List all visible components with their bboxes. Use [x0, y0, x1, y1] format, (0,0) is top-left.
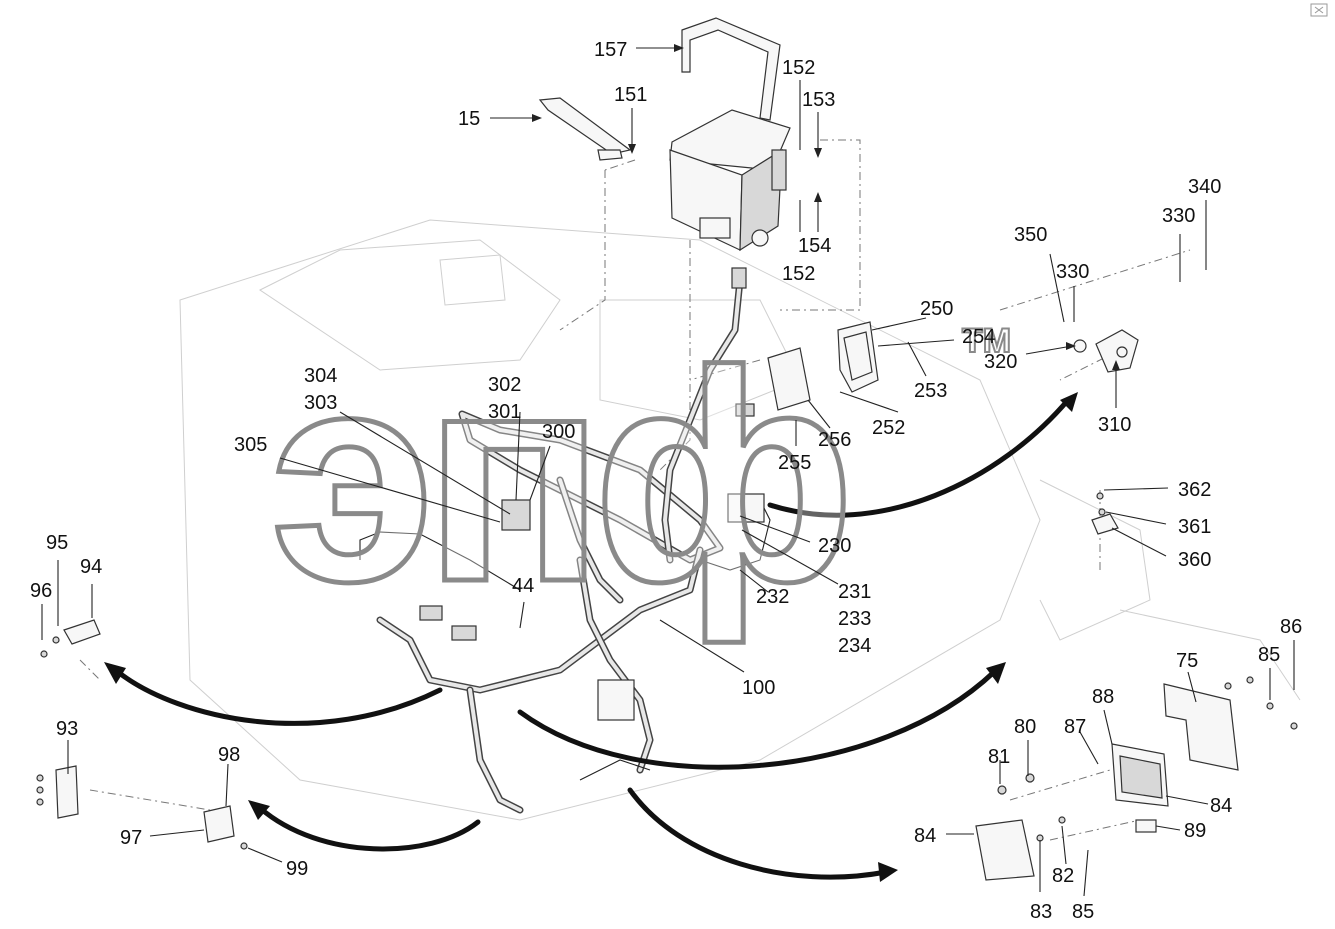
callout-85-bottom: 85: [1072, 901, 1094, 923]
bracket-assembly-310: [1073, 329, 1139, 535]
callout-231: 231: [838, 581, 871, 603]
callout-330-right: 330: [1162, 205, 1195, 227]
callout-94: 94: [80, 556, 102, 578]
callout-152-top: 152: [782, 57, 815, 79]
bar-part-15: [538, 97, 632, 155]
callout-340: 340: [1188, 176, 1221, 198]
arrow-to-84: [627, 787, 889, 880]
callout-44: 44: [512, 575, 534, 597]
callout-300: 300: [542, 421, 575, 443]
close-icon[interactable]: [1310, 3, 1328, 17]
callout-85-top: 85: [1258, 644, 1280, 666]
callout-256: 256: [818, 429, 851, 451]
arrow-to-310: [767, 397, 1071, 518]
callout-254: 254: [962, 326, 995, 348]
bracket-assembly-94: [40, 619, 101, 658]
callout-360: 360: [1178, 549, 1211, 571]
callout-361: 361: [1178, 516, 1211, 538]
cover-part-157: [681, 17, 781, 121]
callout-100: 100: [742, 677, 775, 699]
callout-320: 320: [984, 351, 1017, 373]
machine-background-outline: [179, 219, 1301, 821]
callout-330-left: 330: [1056, 261, 1089, 283]
callout-250: 250: [920, 298, 953, 320]
cover-84: [975, 819, 1035, 881]
callout-95: 95: [46, 532, 68, 554]
callout-97: 97: [120, 827, 142, 849]
arrow-to-97: [257, 805, 481, 852]
battery-box-assembly: [538, 17, 791, 252]
bracket-assembly-93-97: [36, 765, 248, 850]
callout-98: 98: [218, 744, 240, 766]
callout-234: 234: [838, 635, 871, 657]
callout-362: 362: [1178, 479, 1211, 501]
callout-152-bottom: 152: [782, 263, 815, 285]
callout-302: 302: [488, 374, 521, 396]
callout-154: 154: [798, 235, 831, 257]
bracket-256: [767, 347, 811, 411]
callout-labels: 157 152 153 151 15 154 152 350 330 340 3…: [30, 39, 1302, 923]
callout-89: 89: [1184, 820, 1206, 842]
arrow-to-fuse-box: [517, 669, 997, 770]
svg-text:TM: TM: [962, 322, 1011, 360]
callout-81: 81: [988, 746, 1010, 768]
bracket-75: [1163, 683, 1239, 771]
callout-84-right: 84: [1210, 795, 1232, 817]
arrow-to-94: [115, 669, 443, 726]
callout-151: 151: [614, 84, 647, 106]
control-module-assembly: [767, 321, 879, 411]
callout-88: 88: [1092, 686, 1114, 708]
svg-text:эпф: эпф: [270, 308, 846, 646]
callout-75: 75: [1176, 650, 1198, 672]
callout-305: 305: [234, 434, 267, 456]
callout-15: 15: [458, 108, 480, 130]
callout-80: 80: [1014, 716, 1036, 738]
detail-arrows: [104, 392, 1078, 882]
callout-255: 255: [778, 452, 811, 474]
fuse-box-assembly: [975, 676, 1298, 881]
callout-253: 253: [914, 380, 947, 402]
callout-leaders: [41, 44, 1295, 897]
callout-82: 82: [1052, 865, 1074, 887]
callout-301: 301: [488, 401, 521, 423]
callout-84-left: 84: [914, 825, 936, 847]
callout-304: 304: [304, 365, 337, 387]
callout-310: 310: [1098, 414, 1131, 436]
callout-93: 93: [56, 718, 78, 740]
callout-87: 87: [1064, 716, 1086, 738]
callout-232: 232: [756, 586, 789, 608]
callout-157: 157: [594, 39, 627, 61]
callout-99: 99: [286, 858, 308, 880]
watermark-logo: эпф TM: [268, 306, 1013, 649]
callout-350: 350: [1014, 224, 1047, 246]
callout-230: 230: [818, 535, 851, 557]
callout-83: 83: [1030, 901, 1052, 923]
wire-harness: [359, 267, 771, 814]
callout-233: 233: [838, 608, 871, 630]
callout-96: 96: [30, 580, 52, 602]
callout-153: 153: [802, 89, 835, 111]
callout-303: 303: [304, 392, 337, 414]
callout-86: 86: [1280, 616, 1302, 638]
assembly-guide-lines: [79, 139, 1191, 841]
callout-252: 252: [872, 417, 905, 439]
